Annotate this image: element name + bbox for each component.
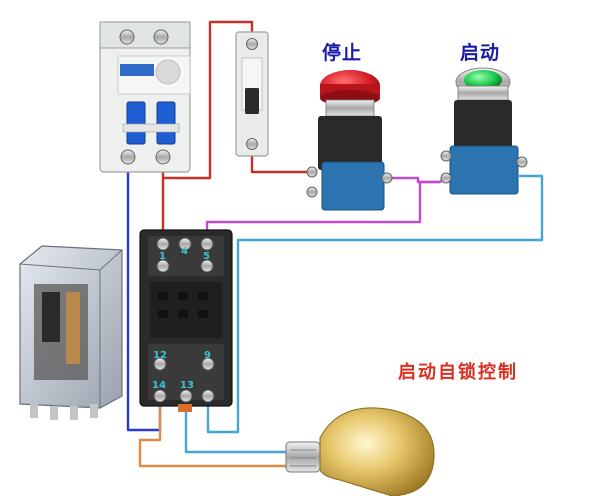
stop-button (306, 70, 393, 211)
wires (126, 20, 544, 468)
terminal-1-label: 1 (159, 251, 166, 262)
stop-button-label: 停止 (322, 42, 363, 64)
terminal-labels: 1 4 5 12 9 14 13 (152, 246, 211, 391)
terminal-5-label: 5 (203, 251, 210, 262)
terminal-4-label: 4 (181, 246, 188, 257)
red-wire-fuse-to-stop (250, 148, 310, 174)
relay-socket (139, 229, 233, 412)
start-button-label: 启动 (460, 42, 501, 64)
cyan-wire-start-to-t9 (206, 174, 544, 434)
terminal-9-label: 9 (204, 350, 211, 361)
relay (19, 245, 123, 420)
cyan-wire-13-to-lamp (184, 398, 292, 454)
magenta-wire-to-t5 (205, 180, 442, 242)
terminal-12-label: 12 (153, 350, 167, 361)
diagram-caption: 启动自锁控制 (398, 362, 518, 383)
red-wire-breaker-to-fuse (161, 20, 254, 180)
orange-wire-14-to-lamp (138, 398, 294, 468)
terminal-14-label: 14 (152, 380, 166, 391)
fuse-holder (235, 31, 269, 157)
circuit-breaker (99, 21, 191, 173)
light-bulb (285, 407, 435, 496)
start-button (440, 67, 528, 195)
terminal-13-label: 13 (180, 380, 194, 391)
